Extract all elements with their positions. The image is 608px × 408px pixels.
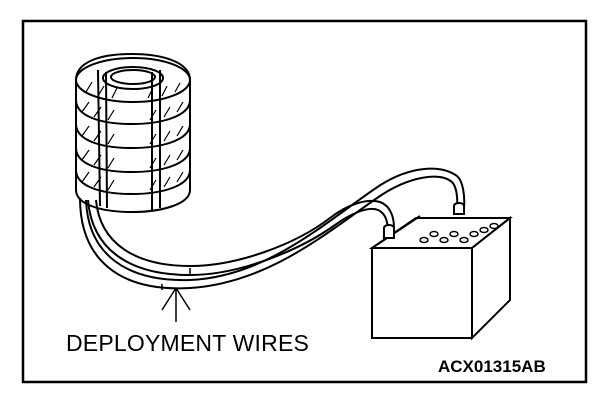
tire-stack-icon: [75, 52, 191, 214]
battery-terminals: [383, 202, 465, 239]
deployment-wires-label: DEPLOYMENT WIRES: [66, 330, 310, 356]
wire-callout-pointers: [161, 268, 191, 322]
car-battery-icon: [368, 202, 513, 341]
deployment-wires: [79, 167, 466, 290]
figure-frame: [21, 19, 588, 384]
figure-code: ACX01315AB: [438, 357, 546, 376]
